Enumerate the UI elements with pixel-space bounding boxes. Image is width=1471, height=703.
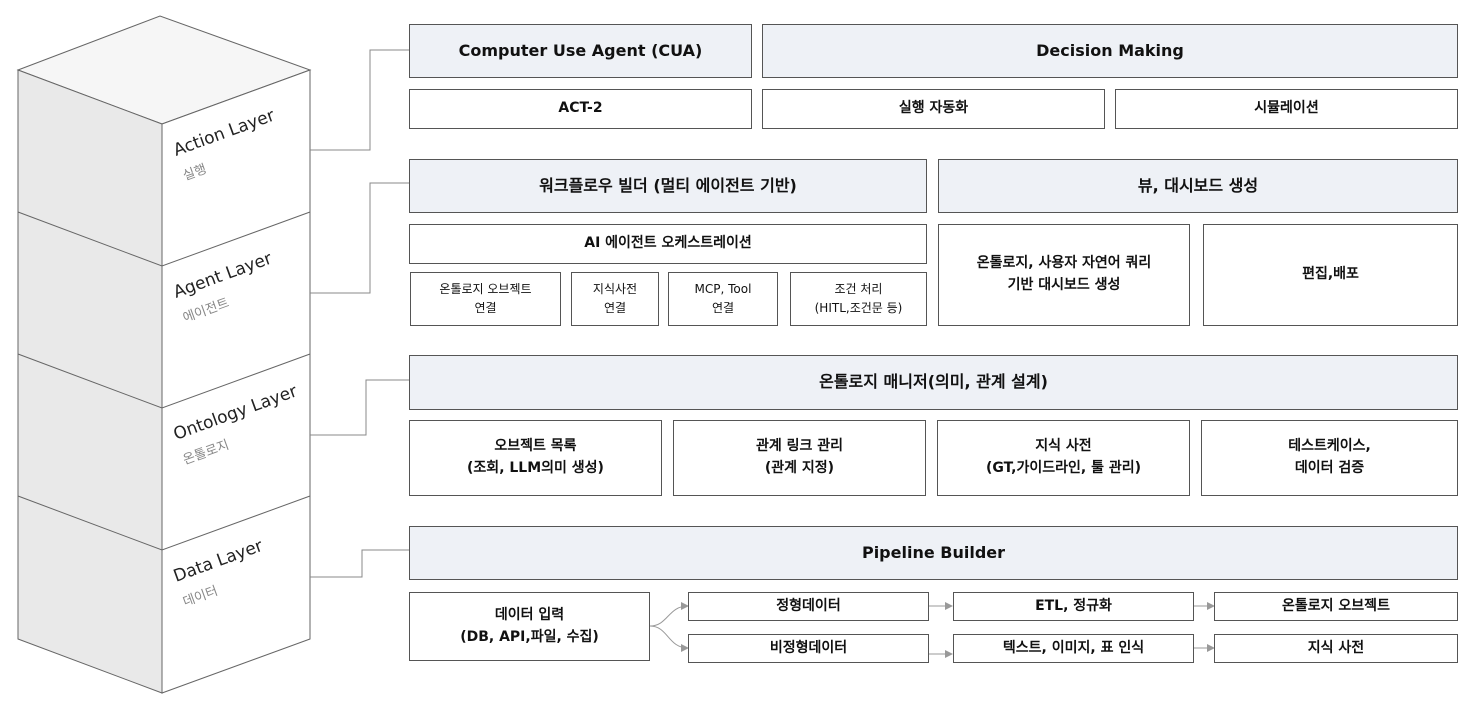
ontology-object-link-box: 온톨로지 오브젝트 연결: [410, 272, 561, 326]
orchestration-label: AI 에이전트 오케스트레이션: [584, 235, 752, 252]
structured-data-label: 정형데이터: [776, 597, 841, 614]
mcp-tool-link-box: MCP, Tool 연결: [668, 272, 778, 326]
workflow-builder-header: 워크플로우 빌더 (멀티 에이전트 기반): [409, 159, 927, 213]
layer-separator: [17, 495, 311, 551]
edit-deploy-label: 편집,배포: [1302, 266, 1359, 283]
relation-link-box: 관계 링크 관리 (관계 지정): [673, 420, 926, 496]
flow-arrow: [649, 625, 689, 652]
testcase-label: 테스트케이스, 데이터 검증: [1288, 438, 1371, 476]
dashboard-label: 뷰, 대시보드 생성: [1137, 175, 1259, 195]
unstructured-data-box: 비정형데이터: [688, 634, 929, 663]
mcp-tool-link-label: MCP, Tool 연결: [694, 281, 752, 315]
layer-subtitle: 실행: [181, 161, 209, 184]
decision-making-label: Decision Making: [1036, 40, 1184, 60]
act2-box: ACT-2: [409, 89, 752, 129]
dashboard-header: 뷰, 대시보드 생성: [938, 159, 1458, 213]
flow-arrow: [649, 602, 689, 627]
recognition-box: 텍스트, 이미지, 표 인식: [953, 634, 1194, 663]
layer-separator: [17, 353, 311, 409]
nl-query-dashboard-box: 온톨로지, 사용자 자연어 쿼리 기반 대시보드 생성: [938, 224, 1190, 326]
data-input-label: 데이터 입력 (DB, API,파일, 수집): [460, 606, 599, 645]
simulation-box: 시뮬레이션: [1115, 89, 1458, 129]
orchestration-box: AI 에이전트 오케스트레이션: [409, 224, 927, 264]
knowledge-dictionary-label: 지식 사전 (GT,가이드라인, 툴 관리): [985, 438, 1142, 476]
ontology-object-out-label: 온톨로지 오브젝트: [1282, 597, 1390, 614]
connector-line: [310, 549, 409, 578]
ontology-manager-header: 온톨로지 매니저(의미, 관계 설계): [409, 355, 1458, 410]
knowledge-dict-link-label: 지식사전 연결: [592, 281, 638, 315]
recognition-label: 텍스트, 이미지, 표 인식: [1002, 639, 1145, 656]
workflow-builder-label: 워크플로우 빌더 (멀티 에이전트 기반): [539, 175, 797, 195]
knowledge-dictionary-box: 지식 사전 (GT,가이드라인, 툴 관리): [937, 420, 1190, 496]
object-list-label: 오브젝트 목록 (조회, LLM의미 생성): [467, 438, 604, 476]
condition-box: 조건 처리 (HITL,조건문 등): [790, 272, 927, 326]
act2-label: ACT-2: [558, 100, 603, 117]
knowledge-dict-out-label: 지식 사전: [1307, 639, 1365, 656]
testcase-box: 테스트케이스, 데이터 검증: [1201, 420, 1458, 496]
cua-label: Computer Use Agent (CUA): [458, 40, 703, 60]
layer-separator: [17, 211, 311, 267]
nl-query-dashboard-label: 온톨로지, 사용자 자연어 쿼리 기반 대시보드 생성: [976, 255, 1152, 293]
automation-label: 실행 자동화: [898, 100, 969, 117]
ontology-object-out-box: 온톨로지 오브젝트: [1214, 592, 1458, 621]
ontology-object-link-label: 온톨로지 오브젝트 연결: [439, 281, 532, 315]
ontology-manager-label: 온톨로지 매니저(의미, 관계 설계): [819, 372, 1048, 392]
unstructured-data-label: 비정형데이터: [769, 639, 848, 656]
simulation-label: 시뮬레이션: [1254, 100, 1319, 117]
decision-making-header: Decision Making: [762, 24, 1458, 78]
knowledge-dict-link-box: 지식사전 연결: [571, 272, 659, 326]
etl-box: ETL, 정규화: [953, 592, 1194, 621]
structured-data-box: 정형데이터: [688, 592, 929, 621]
relation-link-label: 관계 링크 관리 (관계 지정): [755, 438, 844, 476]
pipeline-builder-header: Pipeline Builder: [409, 526, 1458, 580]
condition-label: 조건 처리 (HITL,조건문 등): [814, 281, 903, 315]
pipeline-builder-label: Pipeline Builder: [861, 542, 1006, 562]
automation-box: 실행 자동화: [762, 89, 1105, 129]
connector-line: [310, 49, 409, 151]
connector-line: [310, 182, 409, 294]
connector-line: [310, 379, 409, 436]
object-list-box: 오브젝트 목록 (조회, LLM의미 생성): [409, 420, 662, 496]
knowledge-dict-out-box: 지식 사전: [1214, 634, 1458, 663]
edit-deploy-box: 편집,배포: [1203, 224, 1458, 326]
data-input-box: 데이터 입력 (DB, API,파일, 수집): [409, 592, 650, 661]
etl-label: ETL, 정규화: [1035, 597, 1112, 614]
cua-header: Computer Use Agent (CUA): [409, 24, 752, 78]
